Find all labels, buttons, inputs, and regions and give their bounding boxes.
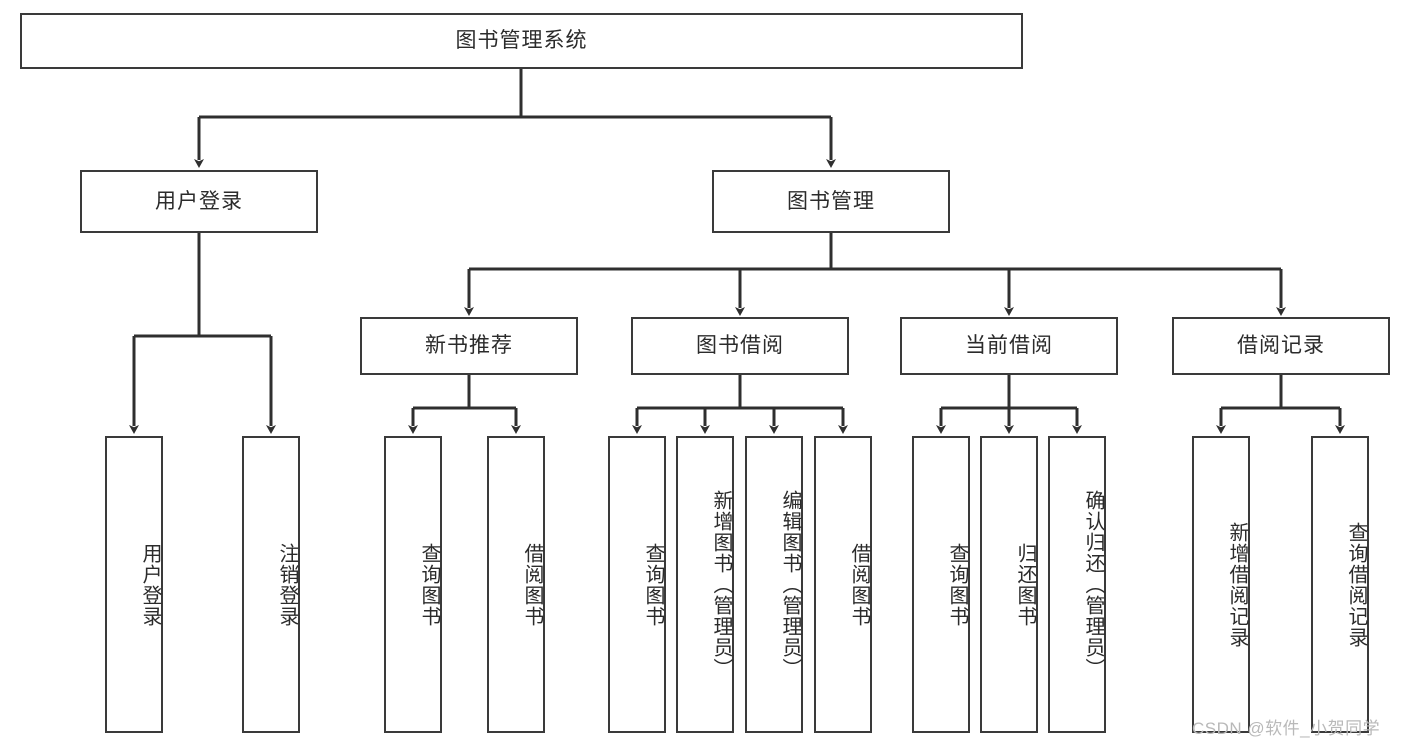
node-user-login[interactable]: 用户登录 [80, 170, 318, 233]
leaf-current-borrow-confirm-return-admin[interactable]: 确认归还（管理员） [1048, 436, 1106, 733]
node-label: 归还图书 [1014, 542, 1036, 627]
leaf-book-borrow-borrow-book[interactable]: 借阅图书 [814, 436, 872, 733]
node-label: 编辑图书（管理员） [779, 490, 801, 679]
node-label: 确认归还（管理员） [1082, 490, 1104, 679]
node-label: 当前借阅 [965, 334, 1053, 358]
node-current-borrow[interactable]: 当前借阅 [900, 317, 1118, 375]
leaf-user-login-logout[interactable]: 注销登录 [242, 436, 300, 733]
node-label: 新增借阅记录 [1226, 521, 1248, 648]
leaf-borrow-record-add-record[interactable]: 新增借阅记录 [1192, 436, 1250, 733]
node-label: 新书推荐 [425, 334, 513, 358]
node-label: 用户登录 [155, 189, 243, 213]
node-label: 注销登录 [276, 542, 298, 627]
leaf-user-login-login[interactable]: 用户登录 [105, 436, 163, 733]
leaf-borrow-record-query-record[interactable]: 查询借阅记录 [1311, 436, 1369, 733]
leaf-book-borrow-query-book[interactable]: 查询图书 [608, 436, 666, 733]
leaf-book-borrow-add-book-admin[interactable]: 新增图书（管理员） [676, 436, 734, 733]
leaf-current-borrow-return-book[interactable]: 归还图书 [980, 436, 1038, 733]
node-book-management[interactable]: 图书管理 [712, 170, 950, 233]
node-borrow-record[interactable]: 借阅记录 [1172, 317, 1390, 375]
node-label: 借阅图书 [521, 542, 543, 627]
node-label: 查询图书 [418, 542, 440, 627]
node-label: 图书管理系统 [455, 29, 588, 53]
node-label: 借阅图书 [848, 542, 870, 627]
node-label: 查询借阅记录 [1345, 521, 1367, 648]
leaf-new-book-borrow-book[interactable]: 借阅图书 [487, 436, 545, 733]
node-root-book-management-system[interactable]: 图书管理系统 [20, 13, 1023, 69]
node-label: 查询图书 [946, 542, 968, 627]
leaf-new-book-query-book[interactable]: 查询图书 [384, 436, 442, 733]
node-label: 图书管理 [787, 189, 875, 213]
node-label: 借阅记录 [1237, 334, 1325, 358]
node-book-borrow[interactable]: 图书借阅 [631, 317, 849, 375]
node-label: 用户登录 [139, 542, 161, 627]
node-label: 图书借阅 [696, 334, 784, 358]
leaf-book-borrow-edit-book-admin[interactable]: 编辑图书（管理员） [745, 436, 803, 733]
leaf-current-borrow-query-book[interactable]: 查询图书 [912, 436, 970, 733]
node-label: 查询图书 [642, 542, 664, 627]
node-label: 新增图书（管理员） [710, 490, 732, 679]
node-new-book-recommend[interactable]: 新书推荐 [360, 317, 578, 375]
watermark-text: CSDN @软件_小贺同学 [1192, 719, 1381, 738]
